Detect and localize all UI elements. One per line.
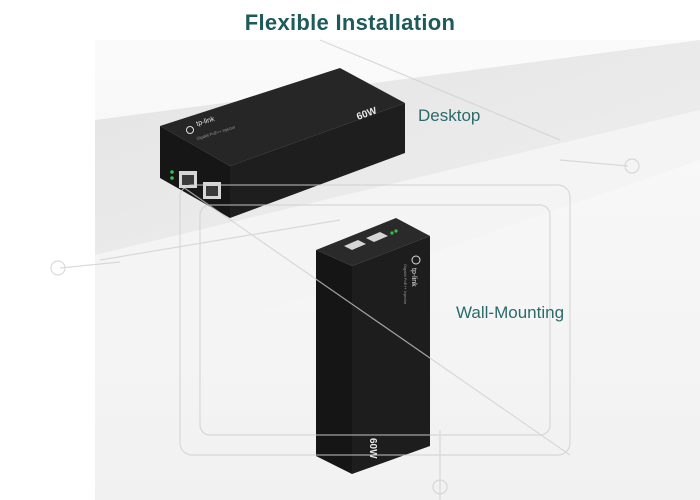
wall-mounting-label: Wall-Mounting — [456, 303, 565, 322]
status-led-icon — [170, 170, 174, 174]
status-led-icon — [170, 176, 174, 180]
page-title: Flexible Installation — [244, 10, 456, 35]
device-front-face — [316, 250, 352, 474]
device-brand-text: tp-link — [410, 268, 417, 287]
desktop-label: Desktop — [418, 106, 481, 125]
status-led-icon — [390, 231, 394, 235]
desktop-poe-injector: tp-link Gigabit PoE++ Injector 60W — [160, 68, 405, 218]
device-model-text: Gigabit PoE++ Injector — [403, 264, 408, 305]
tp-link-logo-icon — [186, 126, 194, 134]
device-power-label: 60W — [367, 438, 378, 459]
status-led-icon — [394, 229, 398, 233]
device-side-face — [352, 236, 430, 474]
wall-mounted-poe-injector: tp-link Gigabit PoE++ Injector 60W — [316, 218, 430, 474]
